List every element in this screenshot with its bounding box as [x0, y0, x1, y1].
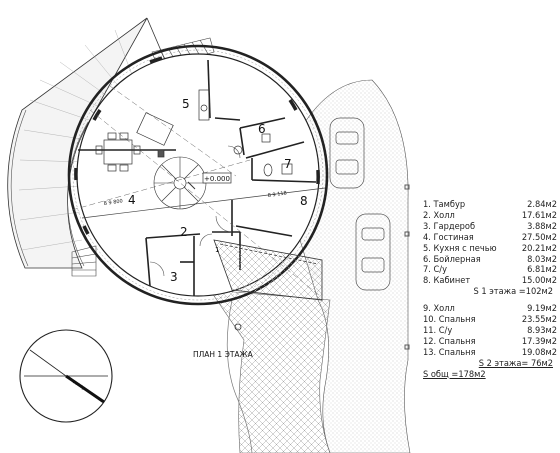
room-area: 20.21м2 [521, 242, 557, 254]
room-area: 17.39м2 [521, 335, 557, 347]
room-numbers: 5 6 4 7 8 2 1 3 [128, 97, 308, 284]
wc-fixtures [263, 163, 293, 177]
room-area: 27.50м2 [521, 231, 557, 243]
dimension-label-1: 8 9 800 [103, 198, 123, 207]
room-name: 3. Гардероб [423, 220, 476, 232]
room-name: 9. Холл [423, 303, 455, 315]
room-name: 6. Бойлерная [423, 253, 481, 265]
car-1 [329, 117, 365, 189]
road-edge [226, 299, 253, 453]
room-name: 11. С/у [423, 324, 453, 336]
room-name: 2. Холл [423, 209, 455, 221]
room-row: 11. С/у 8.93м2 [423, 324, 559, 337]
car-2 [355, 213, 391, 291]
room-area: 23.55м2 [521, 314, 557, 326]
boiler [233, 133, 271, 155]
room-name: 1. Тамбур [423, 199, 466, 210]
entry-porch [213, 239, 323, 301]
room-row: 2. Холл 17.61м2 [423, 209, 559, 222]
room-area: 19.08м2 [521, 346, 557, 358]
room-row: 13. Спальня 19.08м2 [423, 346, 559, 359]
level-mark-text: +0.000 [204, 175, 230, 183]
room-row: 12. Спальня 17.39м2 [423, 335, 559, 348]
garden-post [234, 323, 242, 331]
room-name: 10. Спальня [423, 314, 476, 326]
room-row: 3. Гардероб 3.88м2 [423, 220, 559, 233]
room-area: 15.00м2 [521, 275, 557, 287]
dining-set [95, 132, 141, 172]
terrace-steps [71, 245, 97, 277]
room-number-3: 3 [170, 270, 178, 284]
room-name: 5. Кухня с печью [423, 242, 497, 254]
room-row: 8. Кабинет 15.00м2 [423, 275, 559, 287]
door-swings [149, 145, 241, 277]
room-area: 17.61м2 [521, 209, 557, 221]
terrace [7, 17, 166, 269]
room-row: 5. Кухня с печью 20.21м2 [423, 242, 559, 255]
windows [74, 56, 320, 235]
room-name: 13. Спальня [423, 346, 476, 358]
paving-path [209, 289, 331, 453]
room-area: 6.81м2 [527, 264, 557, 276]
room-area: 9.19м2 [527, 303, 557, 315]
room-row: 1. Тамбур 2.84м2 [423, 199, 559, 211]
room-number-4: 4 [128, 193, 136, 207]
outer-wall [67, 44, 329, 306]
room-row: 9. Холл 9.19м2 [423, 303, 559, 315]
compass-label: север [71, 379, 87, 392]
room-name: 12. Спальня [423, 335, 476, 347]
room-name: 7. С/у [423, 264, 447, 276]
interior-walls [78, 59, 326, 296]
room-name: 8. Кабинет [423, 275, 471, 287]
room-number-8: 8 [300, 194, 308, 208]
floor2-rooms: 9. Холл 9.19м2 10. Спальня 23.55м2 11. С/у 8.… [423, 303, 559, 359]
room-number-2: 2 [180, 225, 188, 239]
compass-icon: север [19, 329, 113, 423]
room-area: 2.84м2 [527, 199, 557, 210]
level-marker: +0.000 [202, 172, 232, 184]
kitchen-counter [136, 89, 210, 158]
room-number-5: 5 [182, 97, 190, 111]
room-row: 6. Бойлерная 8.03м2 [423, 253, 559, 266]
room-row: 4. Гостиная 27.50м2 [423, 231, 559, 244]
floor2-total: S 2 этажа= 76м2 [478, 357, 553, 369]
spiral-staircase [153, 156, 207, 210]
fence-posts [404, 184, 410, 350]
floor1-total: S 1 этажа =102м2 [473, 286, 554, 298]
room-area: 8.93м2 [527, 324, 557, 336]
room-number-1: 1 [215, 246, 219, 254]
room-number-6: 6 [258, 122, 266, 136]
room-number-7: 7 [284, 157, 292, 171]
room-area: 8.03м2 [527, 253, 557, 265]
room-name: 4. Гостиная [423, 231, 474, 243]
dimension-label-2: 8 9 118 [267, 190, 287, 199]
grand-total: S общ =178м2 [423, 368, 486, 380]
room-row: 7. С/у 6.81м2 [423, 265, 559, 276]
room-row: 10. Спальня 23.55м2 [423, 314, 559, 326]
room-area: 3.88м2 [527, 220, 557, 232]
plan-title: ПЛАН 1 ЭТАЖА [193, 350, 254, 359]
